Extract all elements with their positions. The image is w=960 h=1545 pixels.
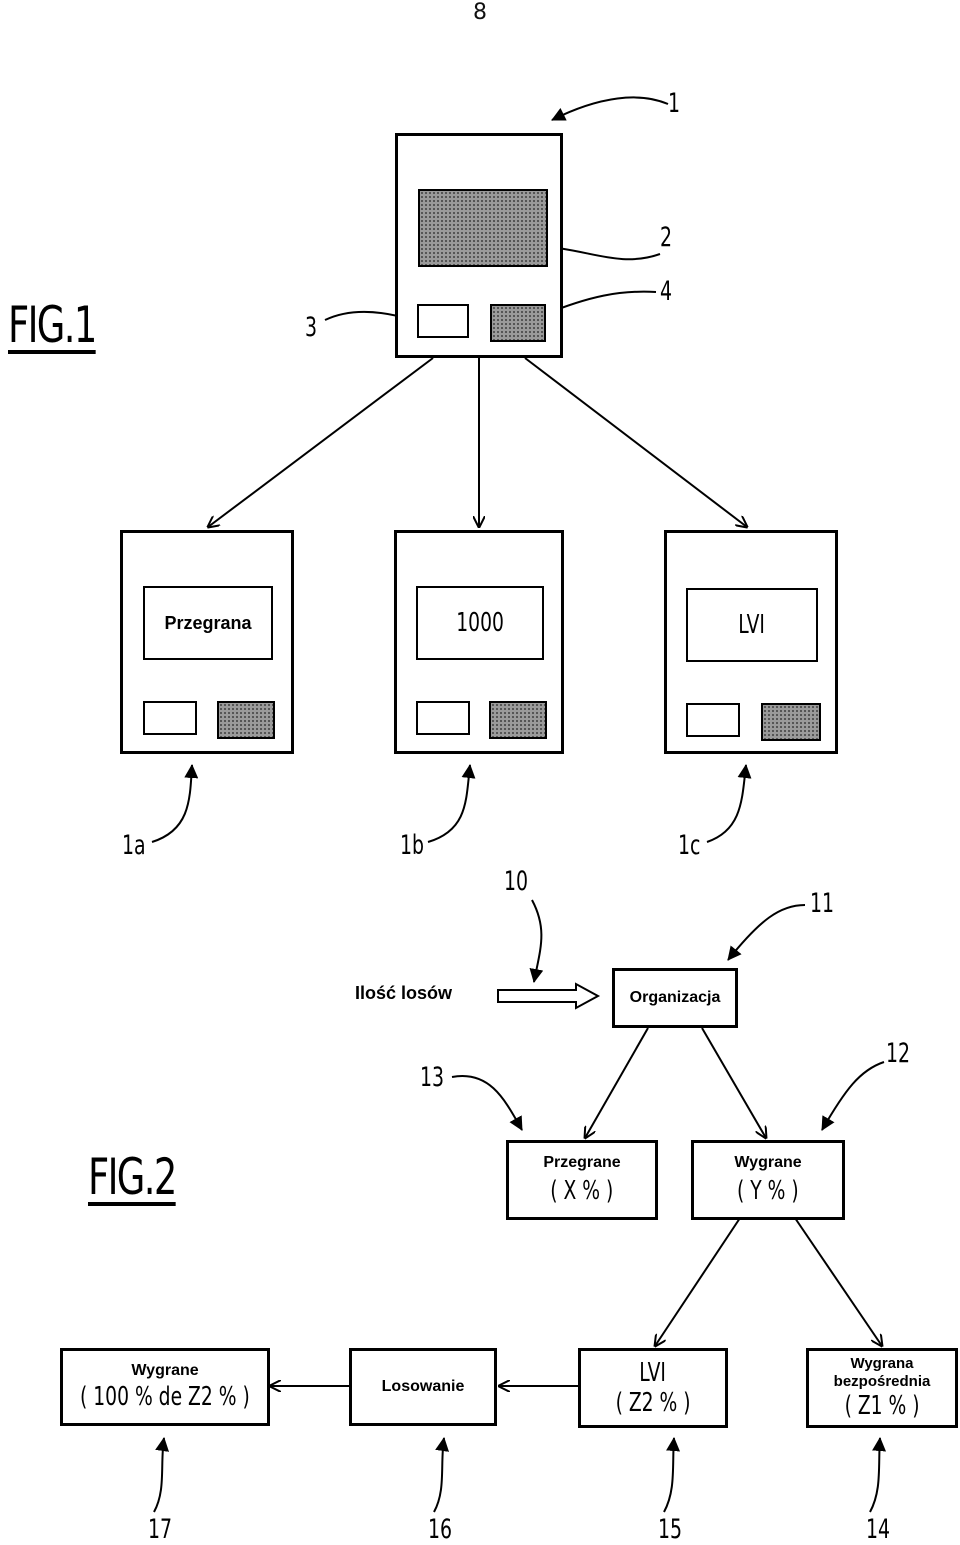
node-organizacja: Organizacja	[612, 968, 738, 1028]
ref-13: 13	[420, 1062, 445, 1093]
leader-14	[869, 1437, 887, 1513]
node-przegrane-label: Przegrane	[543, 1154, 621, 1171]
fig1-title: FIG.1	[8, 296, 97, 354]
leader-1a	[151, 764, 199, 843]
device-1a-screen: Przegrana	[143, 586, 273, 660]
node-organizacja-label: Organizacja	[629, 989, 721, 1006]
node-losowanie-label: Losowanie	[381, 1378, 465, 1395]
ref-15: 15	[658, 1514, 683, 1545]
ref-1a: 1a	[122, 830, 146, 861]
device-1a: Przegrana	[120, 530, 294, 754]
device-1b-right-button	[489, 701, 547, 739]
arrow-wygrane-bezp	[794, 1217, 882, 1346]
input-label: Ilość losów	[355, 983, 453, 1003]
ref-17: 17	[148, 1514, 173, 1545]
ref-11: 11	[810, 888, 835, 919]
node-lvi-value: ( Z2 % )	[615, 1388, 691, 1418]
node-lvi-label: LVI	[639, 1358, 667, 1388]
leader-1b	[427, 764, 476, 843]
device-main-left-button	[417, 304, 469, 338]
input-arrow	[497, 982, 601, 1010]
ref-1c: 1c	[678, 830, 701, 861]
node-przegrane: Przegrane ( X % )	[506, 1140, 658, 1220]
node-wygrana-line1: Wygrana	[850, 1355, 914, 1372]
device-1b: 1000	[394, 530, 564, 754]
ref-1b: 1b	[400, 830, 425, 861]
node-przegrane-value: ( X % )	[550, 1176, 614, 1206]
ref-1: 1	[668, 88, 681, 119]
leader-15	[663, 1437, 681, 1513]
node-wygrane-final-value: ( 100 % de Z2 % )	[80, 1382, 250, 1412]
ref-12: 12	[886, 1038, 911, 1069]
device-main-screen	[418, 189, 548, 267]
node-wygrane-final: Wygrane ( 100 % de Z2 % )	[60, 1348, 270, 1426]
arrow-to-1c	[524, 357, 747, 527]
device-1c-left-button	[686, 703, 740, 737]
device-main-right-button	[490, 304, 546, 342]
fig2-title: FIG.2	[88, 1148, 177, 1206]
ref-16: 16	[428, 1514, 453, 1545]
leader-10	[529, 899, 544, 983]
device-1b-screen: 1000	[416, 586, 544, 660]
device-1a-right-button	[217, 701, 275, 739]
device-1c-text: LVI	[738, 610, 766, 640]
leader-12	[821, 1061, 885, 1131]
node-wygrane-label: Wygrane	[734, 1154, 802, 1171]
leader-11	[727, 904, 806, 961]
ref-4: 4	[660, 276, 673, 307]
device-1c: LVI	[664, 530, 838, 754]
device-1a-left-button	[143, 701, 197, 735]
ref-2: 2	[660, 222, 673, 253]
node-losowanie: Losowanie	[349, 1348, 497, 1426]
node-wygrana-bezposrednia: Wygrana bezpośrednia ( Z1 % )	[806, 1348, 958, 1428]
device-1b-text: 1000	[456, 608, 504, 638]
device-1a-text: Przegrana	[164, 612, 252, 633]
page-number: 8	[473, 0, 487, 25]
leader-1c	[706, 764, 752, 843]
device-main	[395, 133, 563, 358]
node-wygrana-line2: bezpośrednia	[833, 1373, 931, 1390]
leader-1	[551, 96, 669, 121]
arrow-org-przegrane	[585, 1027, 649, 1138]
device-1b-left-button	[416, 701, 470, 735]
node-wygrana-value: ( Z1 % )	[844, 1391, 920, 1421]
leader-16	[433, 1437, 450, 1513]
device-1c-right-button	[761, 703, 821, 741]
ref-10: 10	[504, 866, 529, 897]
ref-3: 3	[305, 312, 318, 343]
arrow-wygrane-lvi	[655, 1217, 741, 1346]
device-1c-screen: LVI	[686, 588, 818, 662]
ref-14: 14	[866, 1514, 891, 1545]
arrow-to-1a	[208, 357, 434, 527]
node-wygrane-value: ( Y % )	[737, 1176, 799, 1206]
leader-13	[451, 1074, 523, 1131]
node-wygrane-final-label: Wygrane	[131, 1362, 199, 1379]
node-lvi: LVI ( Z2 % )	[578, 1348, 728, 1428]
arrow-org-wygrane	[701, 1027, 766, 1138]
leader-17	[153, 1437, 170, 1513]
node-wygrane: Wygrane ( Y % )	[691, 1140, 845, 1220]
